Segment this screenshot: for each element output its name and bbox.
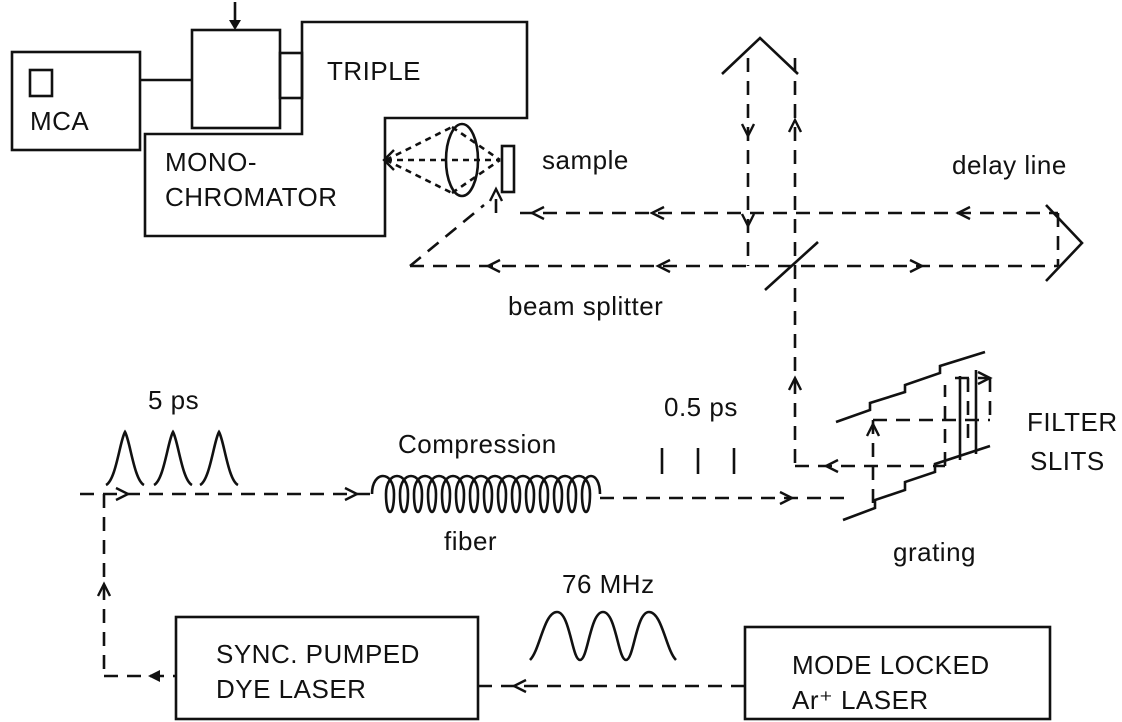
filter-label-2: SLITS bbox=[1030, 446, 1105, 476]
fiber-label: fiber bbox=[444, 526, 498, 556]
monochromator-label-2: CHROMATOR bbox=[165, 182, 338, 212]
dye-laser-label-2: DYE LASER bbox=[216, 674, 367, 704]
delay-line-label: delay line bbox=[952, 150, 1067, 180]
collection-lens bbox=[382, 122, 501, 198]
pulse-5ps-label: 5 ps bbox=[148, 385, 200, 415]
pulses-76mhz bbox=[528, 610, 678, 662]
mca-box bbox=[10, 50, 142, 152]
filter-slits bbox=[835, 350, 986, 460]
beam-splitter-mirror bbox=[764, 241, 819, 291]
triple-monochromator-body bbox=[143, 20, 529, 238]
monochromator-label-1: MONO- bbox=[165, 147, 258, 177]
grating-label: grating bbox=[893, 537, 976, 567]
compression-label: Compression bbox=[398, 429, 557, 459]
ar-laser-label-2: Ar⁺ LASER bbox=[792, 685, 929, 715]
filter-label-1: FILTER bbox=[1027, 407, 1118, 437]
beam-arrows bbox=[96, 117, 993, 694]
sample-label: sample bbox=[542, 145, 629, 175]
ar-laser-label-1: MODE LOCKED bbox=[792, 650, 990, 680]
ar-laser-box bbox=[743, 625, 1052, 721]
entrance-slit-arrow bbox=[229, 2, 241, 30]
dye-laser-box bbox=[174, 615, 480, 721]
compression-fiber-coil bbox=[370, 474, 602, 514]
pulse-0-5ps-label: 0.5 ps bbox=[664, 392, 738, 422]
triple-label: TRIPLE bbox=[327, 56, 422, 86]
detector-box bbox=[190, 28, 282, 130]
coupler bbox=[278, 51, 304, 100]
pulses-0-5ps bbox=[660, 448, 736, 474]
retro-reflector-right bbox=[1045, 204, 1084, 282]
sample-holder bbox=[500, 144, 516, 194]
mca-label: MCA bbox=[30, 106, 90, 136]
mhz-label: 76 MHz bbox=[562, 569, 655, 599]
pulses-5ps bbox=[105, 429, 239, 487]
diffraction-grating bbox=[842, 444, 991, 522]
dye-laser-label-1: SYNC. PUMPED bbox=[216, 639, 420, 669]
retro-reflector-top bbox=[721, 36, 799, 75]
beam-splitter-label: beam splitter bbox=[508, 291, 664, 321]
